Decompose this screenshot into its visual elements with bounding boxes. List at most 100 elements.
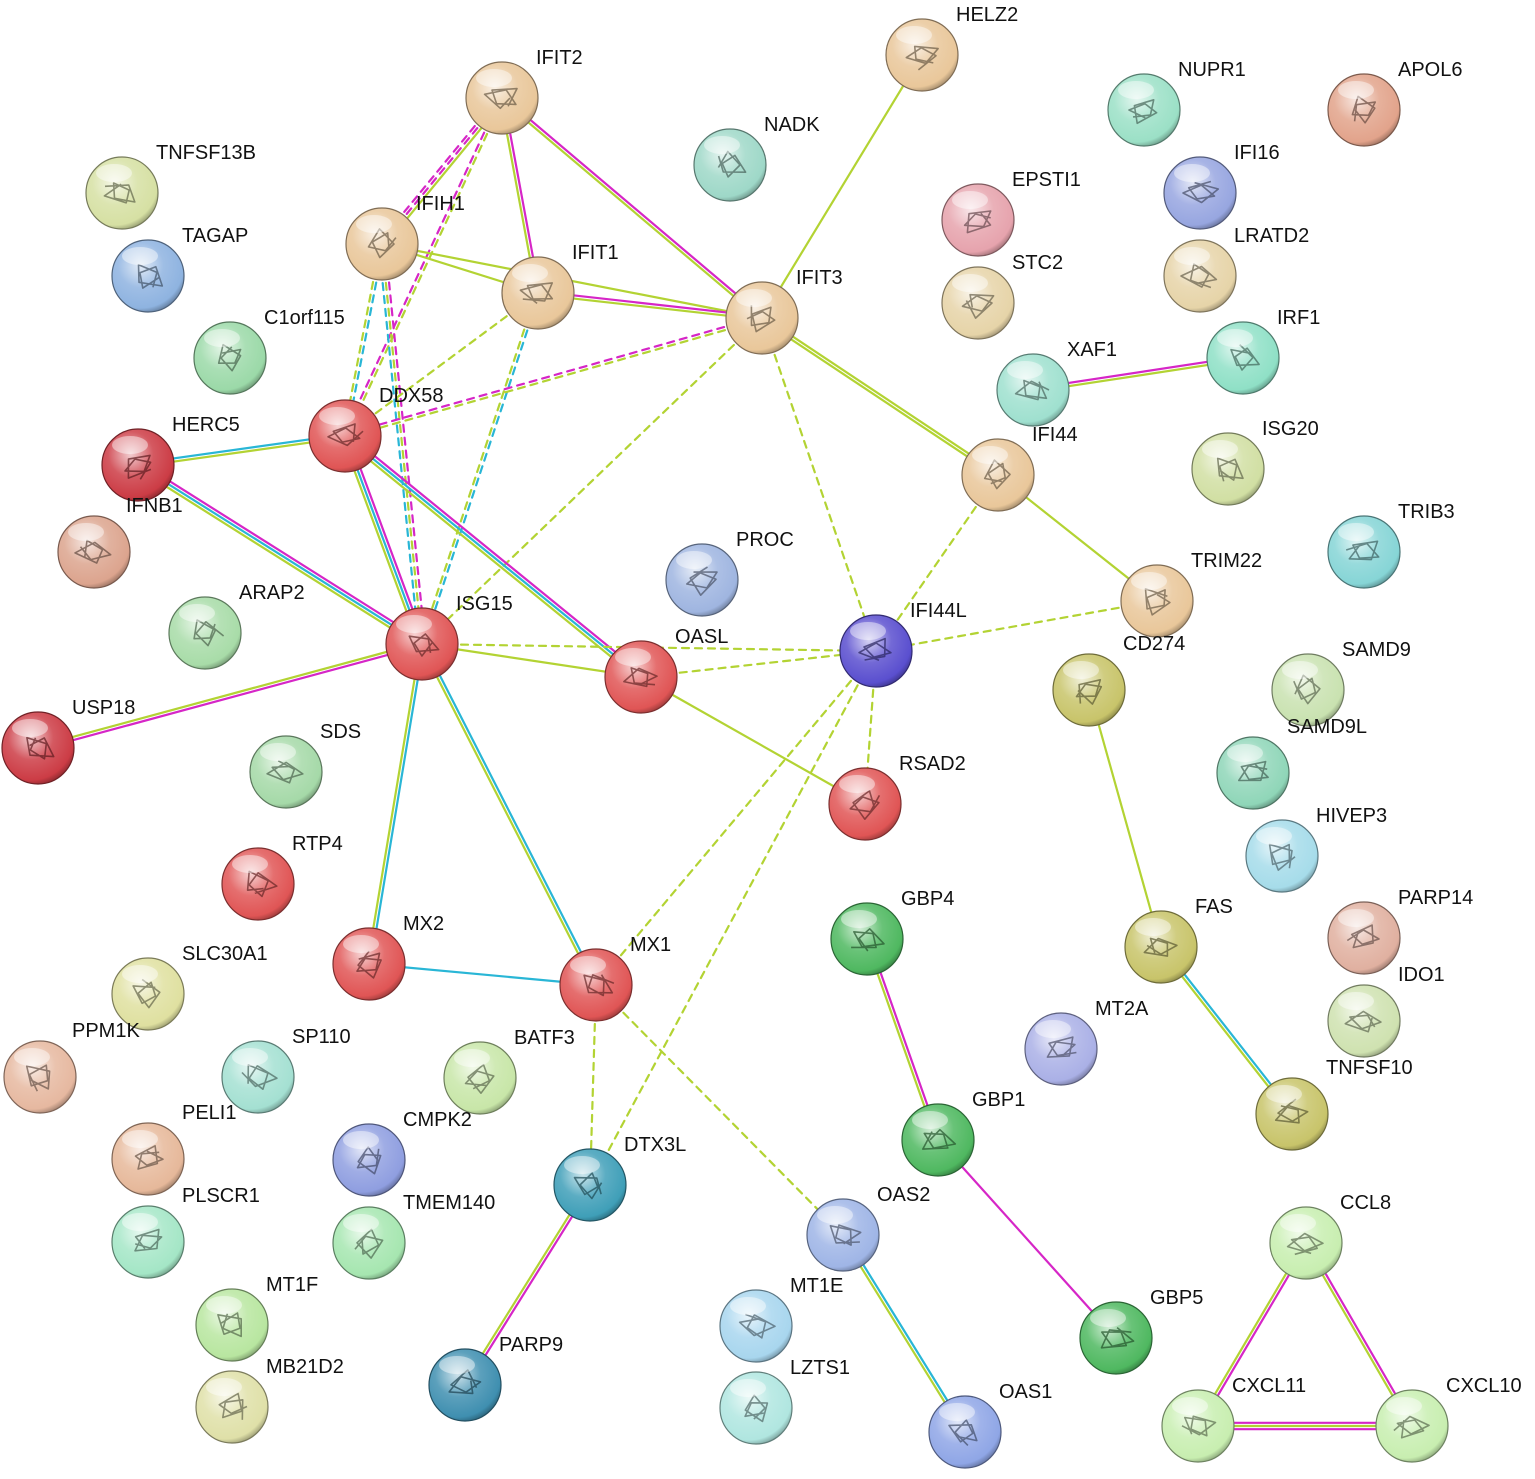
node-oasl[interactable]: OASL: [604, 626, 728, 714]
node-sphere[interactable]: [345, 207, 419, 281]
node-slc30a1[interactable]: SLC30A1: [111, 943, 268, 1031]
node-ifi16[interactable]: IFI16: [1163, 142, 1280, 230]
node-ppm1k[interactable]: PPM1K: [3, 1020, 140, 1114]
node-sphere[interactable]: [332, 927, 406, 1001]
node-sphere[interactable]: [85, 156, 159, 230]
node-sphere[interactable]: [928, 1395, 1002, 1469]
node-mx2[interactable]: MX2: [332, 913, 444, 1001]
node-mb21d2[interactable]: MB21D2: [195, 1356, 344, 1444]
node-sphere[interactable]: [1024, 1012, 1098, 1086]
node-cxcl10[interactable]: CXCL10: [1375, 1375, 1522, 1463]
node-sphere[interactable]: [1269, 1206, 1343, 1280]
node-helz2[interactable]: HELZ2: [885, 4, 1018, 92]
node-sphere[interactable]: [839, 614, 913, 688]
node-sds[interactable]: SDS: [249, 721, 361, 809]
node-cxcl11[interactable]: CXCL11: [1161, 1375, 1306, 1463]
node-sphere[interactable]: [193, 321, 267, 395]
node-sphere[interactable]: [195, 1370, 269, 1444]
node-sphere[interactable]: [693, 128, 767, 202]
node-sphere[interactable]: [996, 353, 1070, 427]
node-sphere[interactable]: [111, 1122, 185, 1196]
node-sphere[interactable]: [559, 948, 633, 1022]
node-sphere[interactable]: [168, 596, 242, 670]
node-ccl8[interactable]: CCL8: [1269, 1192, 1391, 1280]
node-sphere[interactable]: [428, 1348, 502, 1422]
node-trib3[interactable]: TRIB3: [1327, 501, 1455, 589]
node-sphere[interactable]: [1163, 156, 1237, 230]
node-plscr1[interactable]: PLSCR1: [111, 1185, 260, 1279]
node-sphere[interactable]: [604, 640, 678, 714]
node-sphere[interactable]: [553, 1148, 627, 1222]
node-tnfsf13b[interactable]: TNFSF13B: [85, 142, 256, 230]
node-cd274[interactable]: CD274: [1052, 633, 1185, 727]
node-gbp5[interactable]: GBP5: [1079, 1287, 1203, 1375]
node-sphere[interactable]: [830, 902, 904, 976]
node-sphere[interactable]: [1206, 321, 1280, 395]
node-rsad2[interactable]: RSAD2: [828, 753, 966, 841]
node-sphere[interactable]: [1327, 984, 1401, 1058]
node-sphere[interactable]: [332, 1206, 406, 1280]
node-dtx3l[interactable]: DTX3L: [553, 1134, 686, 1222]
node-cmpk2[interactable]: CMPK2: [332, 1109, 472, 1197]
node-sphere[interactable]: [1327, 73, 1401, 147]
node-sphere[interactable]: [1271, 653, 1345, 727]
node-mt1e[interactable]: MT1E: [719, 1275, 843, 1363]
node-tnfsf10[interactable]: TNFSF10: [1255, 1057, 1413, 1151]
node-sphere[interactable]: [901, 1103, 975, 1177]
node-arap2[interactable]: ARAP2: [168, 582, 305, 670]
node-sphere[interactable]: [101, 428, 175, 502]
node-sphere[interactable]: [1079, 1301, 1153, 1375]
node-sphere[interactable]: [111, 239, 185, 313]
node-stc2[interactable]: STC2: [941, 252, 1063, 340]
node-ifit2[interactable]: IFIT2: [465, 47, 583, 135]
node-sphere[interactable]: [443, 1041, 517, 1115]
node-mt2a[interactable]: MT2A: [1024, 998, 1149, 1086]
node-sphere[interactable]: [501, 256, 575, 330]
node-gbp1[interactable]: GBP1: [901, 1089, 1025, 1177]
node-mx1[interactable]: MX1: [559, 934, 671, 1022]
node-ido1[interactable]: IDO1: [1327, 964, 1445, 1058]
node-rtp4[interactable]: RTP4: [221, 833, 343, 921]
node-sphere[interactable]: [385, 607, 459, 681]
node-gbp4[interactable]: GBP4: [830, 888, 954, 976]
node-ifi44[interactable]: IFI44: [961, 424, 1078, 512]
node-epsti1[interactable]: EPSTI1: [941, 169, 1081, 257]
node-sphere[interactable]: [719, 1371, 793, 1445]
node-ifi44l[interactable]: IFI44L: [839, 600, 967, 688]
node-lzts1[interactable]: LZTS1: [719, 1357, 850, 1445]
node-nupr1[interactable]: NUPR1: [1107, 59, 1246, 147]
node-sphere[interactable]: [308, 399, 382, 473]
node-oas2[interactable]: OAS2: [806, 1184, 930, 1272]
node-sphere[interactable]: [1163, 239, 1237, 313]
node-ddx58[interactable]: DDX58: [308, 385, 443, 473]
node-irf1[interactable]: IRF1: [1206, 307, 1320, 395]
node-sphere[interactable]: [806, 1198, 880, 1272]
node-sphere[interactable]: [249, 735, 323, 809]
node-parp9[interactable]: PARP9: [428, 1334, 563, 1422]
node-sphere[interactable]: [3, 1040, 77, 1114]
node-parp14[interactable]: PARP14: [1327, 887, 1473, 975]
node-sphere[interactable]: [828, 767, 902, 841]
node-sphere[interactable]: [221, 847, 295, 921]
node-batf3[interactable]: BATF3: [443, 1027, 575, 1115]
node-sphere[interactable]: [1327, 515, 1401, 589]
node-sphere[interactable]: [111, 957, 185, 1031]
node-sphere[interactable]: [111, 1205, 185, 1279]
node-usp18[interactable]: USP18: [1, 697, 135, 785]
node-c1orf115[interactable]: C1orf115: [193, 307, 345, 395]
node-sphere[interactable]: [57, 515, 131, 589]
node-isg15[interactable]: ISG15: [385, 593, 513, 681]
node-sphere[interactable]: [1245, 819, 1319, 893]
node-peli1[interactable]: PELI1: [111, 1102, 236, 1196]
node-sphere[interactable]: [221, 1040, 295, 1114]
node-sphere[interactable]: [1255, 1077, 1329, 1151]
node-sphere[interactable]: [332, 1123, 406, 1197]
node-ifih1[interactable]: IFIH1: [345, 193, 465, 281]
node-sphere[interactable]: [961, 438, 1035, 512]
node-sphere[interactable]: [1, 711, 75, 785]
node-ifit1[interactable]: IFIT1: [501, 242, 619, 330]
node-fas[interactable]: FAS: [1124, 896, 1233, 984]
node-nadk[interactable]: NADK: [693, 114, 820, 202]
node-sphere[interactable]: [1191, 432, 1265, 506]
node-sphere[interactable]: [665, 543, 739, 617]
